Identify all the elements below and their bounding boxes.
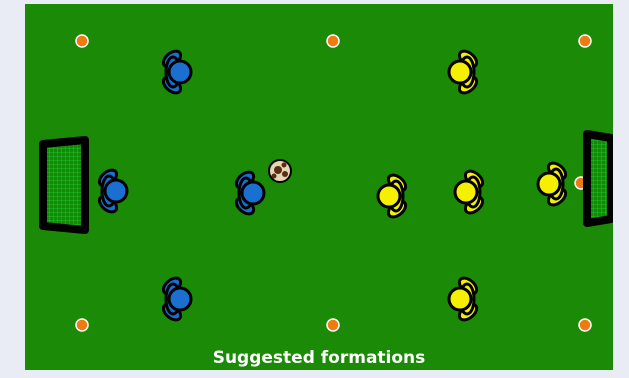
player-left-1[interactable] — [158, 46, 193, 98]
player-right-9[interactable] — [536, 158, 571, 210]
goal-left — [39, 136, 89, 234]
player-right-6[interactable] — [447, 273, 482, 325]
soccer-field: Suggested formations — [25, 4, 613, 370]
cone-marker-6 — [578, 318, 592, 332]
cone-marker-4 — [75, 318, 89, 332]
soccer-ball-icon[interactable] — [268, 159, 292, 183]
cone-marker-2 — [326, 34, 340, 48]
player-left-3[interactable] — [94, 165, 129, 217]
cone-marker-1 — [75, 34, 89, 48]
player-right-8[interactable] — [453, 166, 488, 218]
cone-marker-5 — [326, 318, 340, 332]
pitch-drawing — [39, 34, 613, 332]
cone-marker-3 — [578, 34, 592, 48]
player-right-7[interactable] — [376, 170, 411, 222]
player-left-2[interactable] — [158, 273, 193, 325]
goal-right — [583, 130, 613, 227]
player-right-5[interactable] — [447, 46, 482, 98]
formation-caption: Suggested formations — [212, 348, 426, 368]
player-left-4[interactable] — [231, 167, 266, 219]
